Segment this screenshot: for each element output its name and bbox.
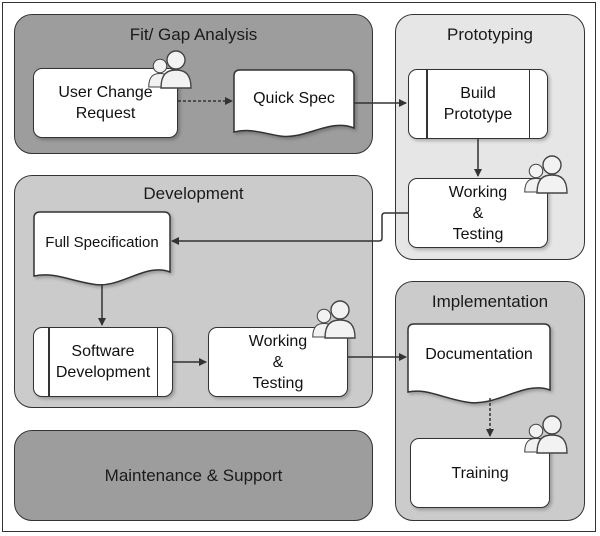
dev-working-label: Working — [248, 332, 308, 350]
maintenance-support-label: Maintenance & Support — [104, 465, 283, 485]
user-pair-icon — [525, 416, 567, 453]
arrow-testing-to-fullspec — [171, 212, 408, 245]
process-bar-right — [528, 70, 530, 138]
user-pair-icon — [313, 301, 355, 338]
proto-working-testing-box: Working & Testing — [408, 178, 548, 248]
implementation-title: Implementation — [431, 292, 549, 311]
software-development-label: Software Development — [55, 343, 151, 381]
prototyping-title: Prototyping — [447, 25, 533, 44]
proto-ampersand-label: & — [472, 204, 484, 222]
full-specification-document — [33, 211, 171, 286]
process-bar-left — [48, 328, 50, 396]
full-specification-label: Full Specification — [45, 234, 159, 251]
build-prototype-box: Build Prototype — [408, 69, 548, 139]
quick-spec-document — [233, 69, 355, 138]
dev-working-testing-box: Working & Testing — [208, 327, 348, 397]
proto-working-label: Working — [448, 183, 508, 201]
user-pair-icon — [525, 156, 567, 193]
dev-testing-label: Testing — [252, 374, 304, 392]
build-prototype-label: Build Prototype — [443, 85, 513, 123]
quick-spec-label: Quick Spec — [253, 90, 335, 107]
training-label: Training — [451, 464, 509, 482]
development-title: Development — [143, 184, 244, 203]
software-development-box: Software Development — [33, 327, 173, 397]
user-change-request-label: User Change Request — [58, 84, 153, 122]
maintenance-support-panel: Maintenance & Support — [14, 430, 373, 521]
user-pair-icon — [149, 51, 191, 88]
dev-ampersand-label: & — [272, 353, 284, 371]
proto-testing-label: Testing — [452, 225, 504, 243]
documentation-document — [407, 323, 551, 404]
process-bar-left — [426, 70, 428, 138]
fit-gap-analysis-title: Fit/ Gap Analysis — [129, 25, 258, 44]
documentation-label: Documentation — [425, 346, 533, 363]
process-bar-right — [156, 328, 158, 396]
